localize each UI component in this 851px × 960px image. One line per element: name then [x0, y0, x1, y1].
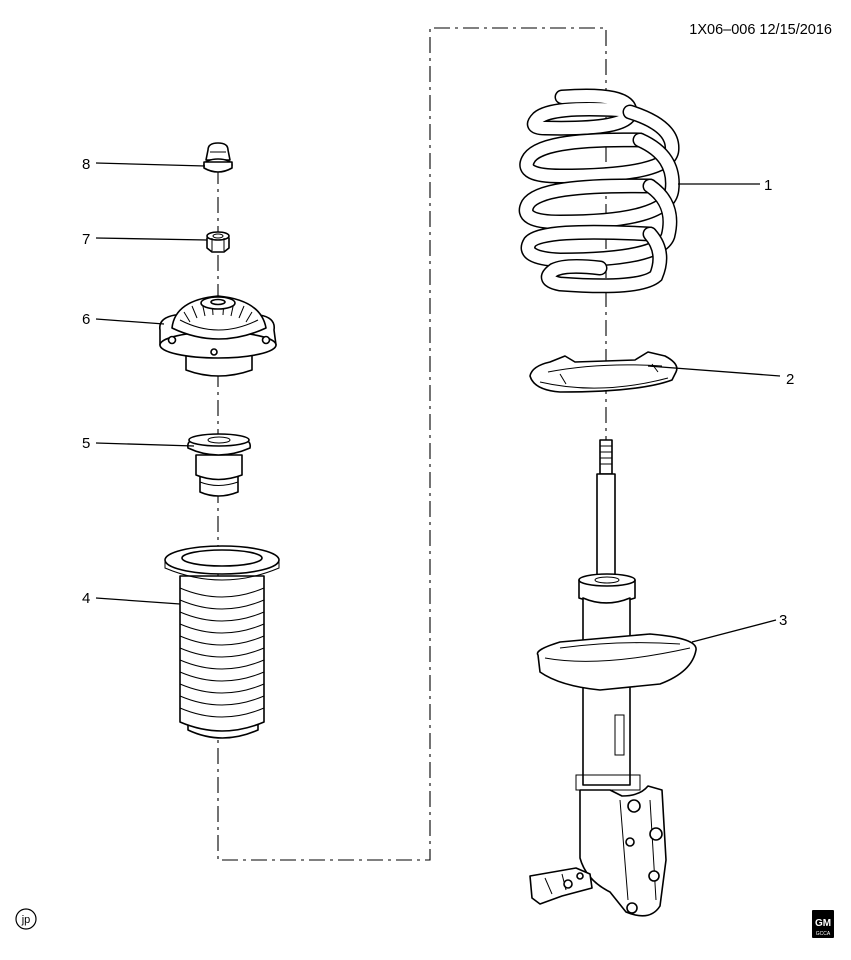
callout-1: 1 [764, 177, 772, 194]
leader-lines [95, 162, 781, 643]
callout-5: 5 [82, 435, 90, 452]
callout-8: 8 [82, 156, 90, 173]
coil-spring-part [518, 88, 680, 294]
author-mark: jp [15, 908, 37, 930]
strut-assembly-part [529, 439, 697, 917]
spring-insulator-part [529, 351, 678, 393]
author-mark-text: jp [21, 914, 31, 926]
callout-3: 3 [779, 612, 787, 629]
diagram-reference: 1X06–006 12/15/2016 [689, 22, 832, 38]
cap-part [203, 142, 233, 173]
gm-logo-text: GM [815, 918, 831, 929]
strut-mount-part [158, 295, 277, 377]
jounce-bumper-part [186, 433, 252, 497]
callout-2: 2 [786, 371, 794, 388]
callout-4: 4 [82, 590, 90, 607]
callout-6: 6 [82, 311, 90, 328]
gm-logo: GM GCCA [812, 910, 834, 938]
dust-boot-part [164, 545, 280, 739]
callout-7: 7 [82, 231, 90, 248]
nut-part [206, 231, 230, 253]
gm-logo-subtext: GCCA [816, 931, 831, 937]
